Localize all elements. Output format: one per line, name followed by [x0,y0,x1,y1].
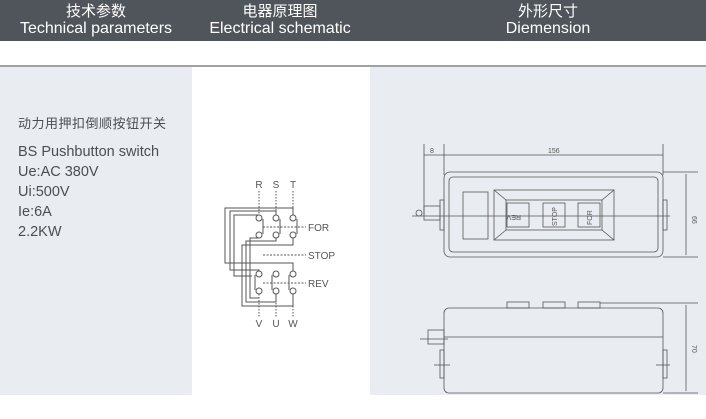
header-en: Technical parameters [19,20,173,37]
label-rev: REV [308,279,329,290]
param-line: BS Pushbutton switch [18,144,160,160]
dimension-panel [370,67,706,395]
dimension-drawing: 8 156 66 70 REV STOP FOR [412,144,698,394]
button-rev: REV [506,213,521,220]
label-for: FOR [308,223,329,234]
button-for: FOR [587,210,594,225]
terminal-s: S [273,180,280,191]
header-electrical-schematic: 电器原理图 Electrical schematic [190,2,370,38]
label-stop: STOP [308,251,335,262]
button-stop: STOP [552,207,559,226]
divider-line [0,65,706,67]
header-dimension: 外形尺寸 Diemension [370,2,706,38]
header-zh: 技术参数 [65,2,126,20]
schematic-panel [192,67,370,395]
param-line: Ie:6A [18,204,52,220]
terminal-v: V [256,319,263,330]
header-zh: 电器原理图 [242,2,318,20]
header-en: Diemension [505,20,591,37]
dim-offset: 8 [430,148,434,155]
header-technical-parameters: 技术参数 Technical parameters [0,2,192,38]
parameters-block: 动力用押扣倒顺按钮开关 BS Pushbutton switch Ue:AC 3… [18,113,167,242]
product-name-zh: 动力用押扣倒顺按钮开关 [18,117,167,132]
terminal-w: W [288,319,298,330]
param-line: Ue:AC 380V [18,164,99,180]
terminal-r: R [255,180,262,191]
header-en: Electrical schematic [209,20,351,37]
dim-length: 156 [548,148,560,155]
dim-width: 66 [690,216,697,224]
header-zh: 外形尺寸 [517,2,578,20]
param-line: 2.2KW [18,224,62,240]
param-line: Ui:500V [18,184,70,200]
header-bar: 技术参数 Technical parameters 电器原理图 Electric… [0,0,706,41]
dim-height: 70 [690,345,697,353]
terminal-u: U [272,319,279,330]
technical-parameters-panel [0,67,192,395]
electrical-schematic: R S T V U W FOR STOP REV [224,180,335,330]
terminal-t: T [290,180,296,191]
